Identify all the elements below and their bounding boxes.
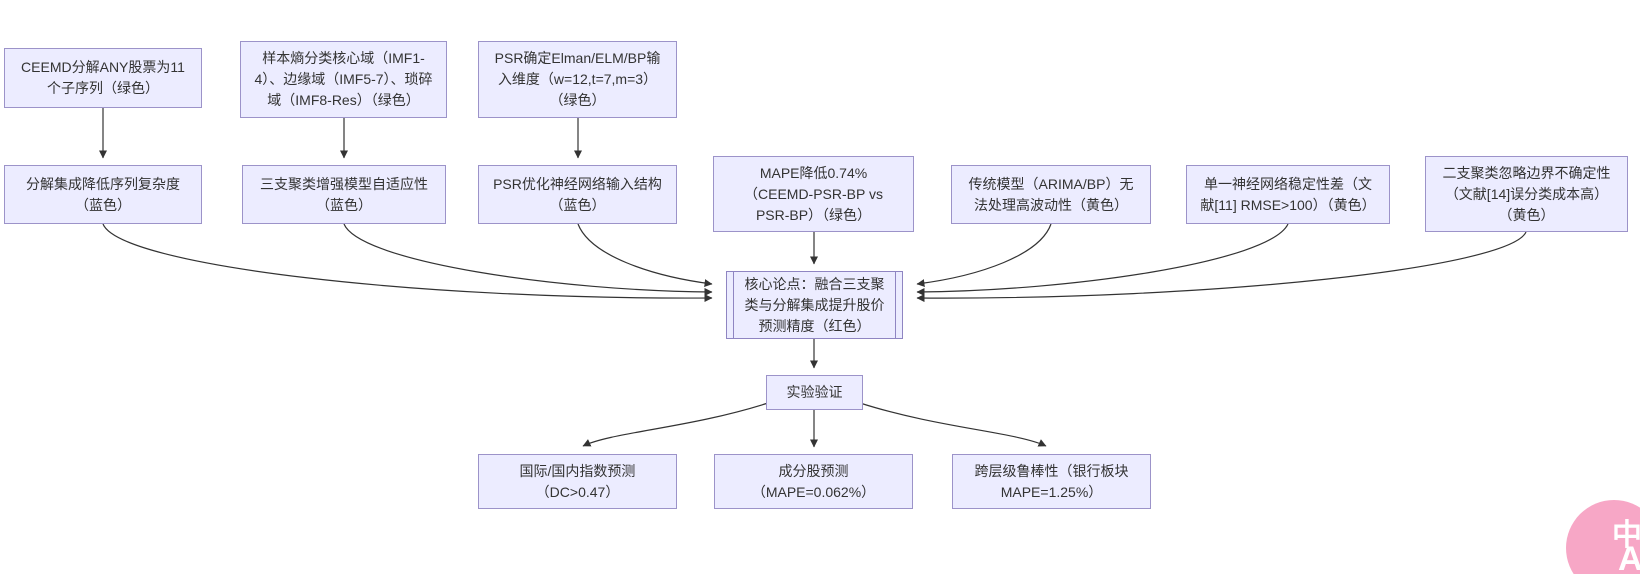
translate-button-a-glyph: A: [1618, 540, 1640, 574]
node-three-way-clustering: 三支聚类增强模型自适应性（蓝色）: [242, 165, 446, 224]
node-component-stock: 成分股预测（MAPE=0.062%）: [714, 454, 913, 509]
node-mape-reduction: MAPE降低0.74%（CEEMD-PSR-BP vs PSR-BP）（绿色）: [713, 156, 914, 232]
edge-psropt-to-core: [577, 223, 713, 288]
node-three-way-clustering-label: 三支聚类增强模型自适应性（蓝色）: [260, 175, 428, 213]
node-experiment-validation: 实验验证: [766, 375, 863, 410]
edge-twoway-to-core: [916, 231, 1527, 303]
edge-traditional-to-core: [916, 223, 1052, 288]
node-robustness-label: 跨层级鲁棒性（银行板块MAPE=1.25%）: [974, 462, 1129, 500]
edge-threeway-to-core: [343, 223, 713, 296]
node-psr-optimize-label: PSR优化神经网络输入结构（蓝色）: [493, 175, 662, 213]
node-robustness: 跨层级鲁棒性（银行板块MAPE=1.25%）: [952, 454, 1151, 509]
node-sample-entropy: 样本熵分类核心域（IMF1-4）、边缘域（IMF5-7）、琐碎域（IMF8-Re…: [240, 41, 447, 118]
edge-singlenn-to-core: [916, 223, 1289, 296]
node-psr-optimize: PSR优化神经网络输入结构（蓝色）: [478, 165, 677, 224]
node-component-stock-label: 成分股预测（MAPE=0.062%）: [751, 462, 876, 500]
node-index-prediction: 国际/国内指数预测（DC>0.47）: [478, 454, 677, 509]
node-ceemd: CEEMD分解ANY股票为11个子序列（绿色）: [4, 48, 202, 108]
node-traditional-model: 传统模型（ARIMA/BP）无法处理高波动性（黄色）: [951, 165, 1151, 224]
translate-button[interactable]: 中 A: [1566, 500, 1640, 574]
node-index-prediction-label: 国际/国内指数预测（DC>0.47）: [519, 462, 636, 500]
node-decomposition: 分解集成降低序列复杂度（蓝色）: [4, 165, 202, 224]
node-two-way-clustering-label: 二支聚类忽略边界不确定性（文献[14]误分类成本高）（黄色）: [1442, 164, 1611, 223]
node-experiment-validation-label: 实验验证: [786, 384, 843, 400]
node-sample-entropy-label: 样本熵分类核心域（IMF1-4）、边缘域（IMF5-7）、琐碎域（IMF8-Re…: [254, 50, 433, 108]
node-psr-dimension-label: PSR确定Elman/ELM/BP输入维度（w=12,t=7,m=3）（绿色）: [494, 50, 661, 108]
node-mape-reduction-label: MAPE降低0.74%（CEEMD-PSR-BP vs PSR-BP）（绿色）: [744, 164, 883, 223]
edge-exp-to-robust: [859, 402, 1047, 447]
node-psr-dimension: PSR确定Elman/ELM/BP输入维度（w=12,t=7,m=3）（绿色）: [478, 41, 677, 118]
edge-decomp-to-core: [102, 223, 713, 303]
node-traditional-model-label: 传统模型（ARIMA/BP）无法处理高波动性（黄色）: [968, 175, 1134, 213]
node-single-nn-label: 单一神经网络稳定性差（文献[11] RMSE>100）（黄色）: [1200, 175, 1376, 213]
node-core-thesis: 核心论点：融合三支聚类与分解集成提升股价预测精度（红色）: [726, 271, 903, 339]
node-single-nn: 单一神经网络稳定性差（文献[11] RMSE>100）（黄色）: [1186, 165, 1390, 224]
node-two-way-clustering: 二支聚类忽略边界不确定性（文献[14]误分类成本高）（黄色）: [1425, 156, 1628, 232]
translate-button-zh-glyph: 中: [1612, 519, 1640, 552]
node-core-thesis-label: 核心论点：融合三支聚类与分解集成提升股价预测精度（红色）: [744, 275, 885, 334]
node-ceemd-label: CEEMD分解ANY股票为11个子序列（绿色）: [21, 59, 185, 96]
node-decomposition-label: 分解集成降低序列复杂度（蓝色）: [26, 175, 180, 213]
edge-exp-to-index: [582, 402, 769, 447]
